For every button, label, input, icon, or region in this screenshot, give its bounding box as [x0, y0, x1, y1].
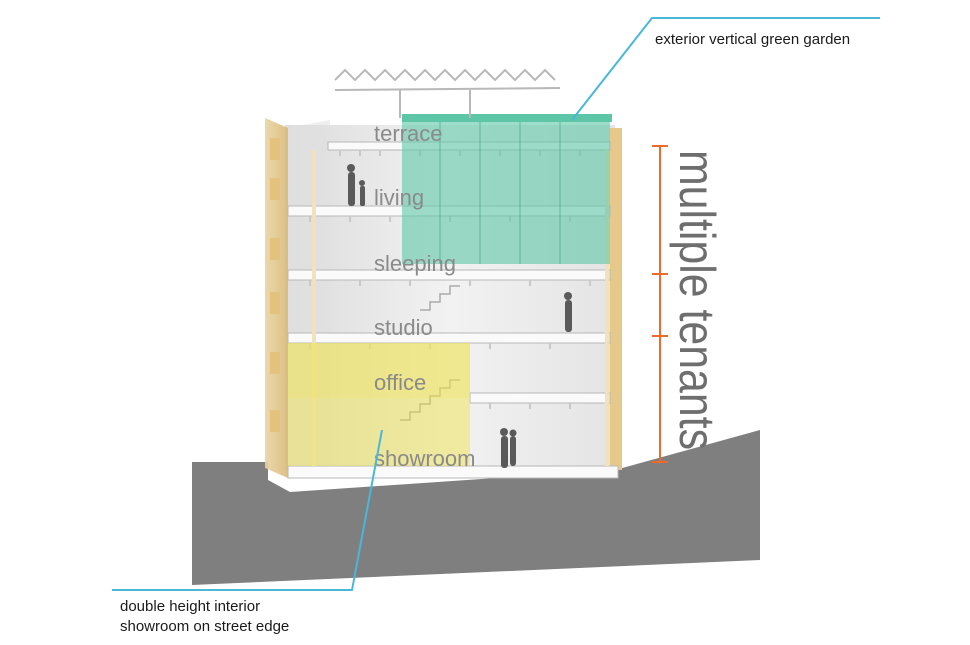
callout-green-garden: exterior vertical green garden [655, 31, 851, 48]
green-garden-leader [571, 17, 880, 121]
tenants-label: multiple tenants [669, 150, 725, 450]
floor-label-showroom: showroom [374, 446, 475, 471]
ground-block [192, 430, 760, 585]
showroom-leader [112, 429, 383, 591]
floor-label-studio: studio [374, 315, 433, 340]
stair-upper [420, 285, 460, 311]
floor-label-terrace: terrace [374, 121, 442, 146]
green-garden-mullions [439, 122, 561, 264]
callout-showroom-line2: showroom on street edge [120, 618, 290, 635]
green-garden-glass [402, 118, 610, 264]
floor-label-living: living [374, 185, 424, 210]
callout-showroom-line1: double height interior [120, 598, 261, 615]
people-figures [347, 164, 572, 468]
floor-label-office: office [374, 370, 426, 395]
floor-labels: terrace living sleeping studio office showroo… [374, 121, 475, 471]
green-garden-top [402, 114, 612, 122]
floor-label-sleeping: sleeping [374, 251, 456, 276]
callout-lines [112, 17, 880, 591]
tenants-bracket [652, 145, 668, 463]
right-timber-wall [610, 128, 622, 470]
yellow-office-volume [288, 343, 470, 398]
left-wall-fins [270, 138, 280, 432]
roof-pergola [334, 68, 561, 118]
columns [312, 150, 609, 466]
